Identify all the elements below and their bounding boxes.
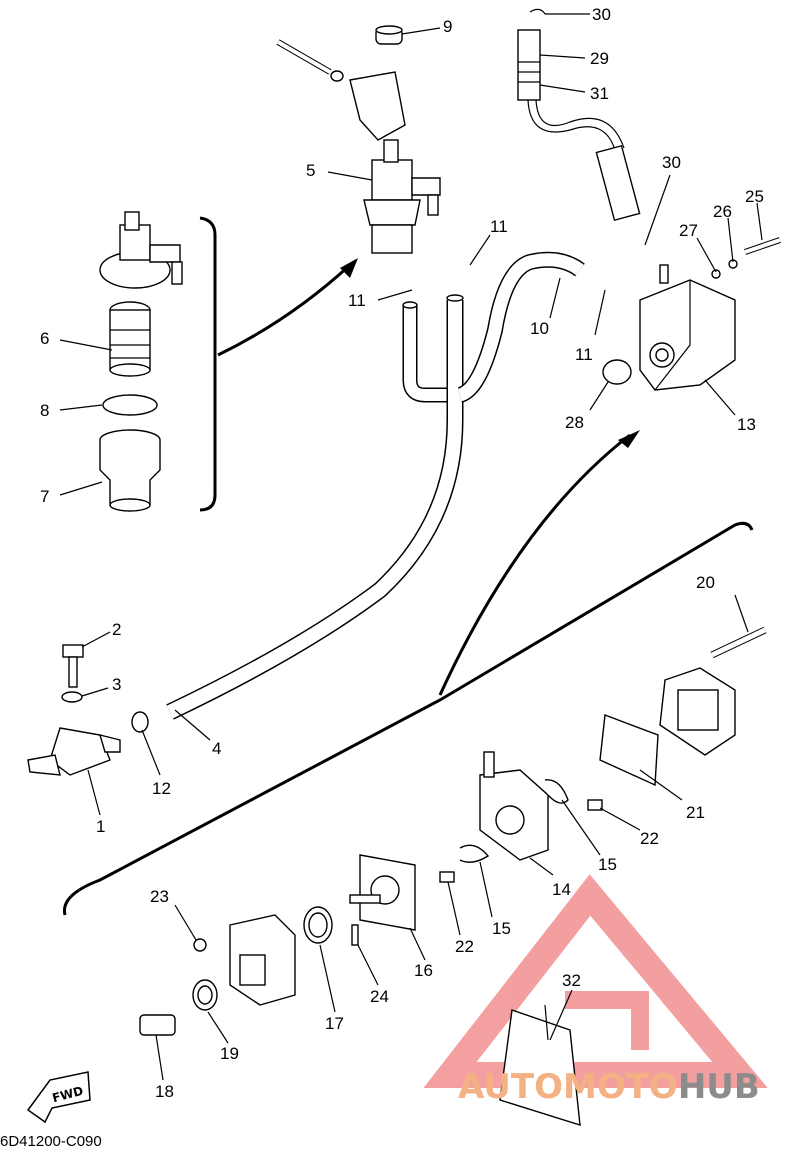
watermark-auto: AUTO — [458, 1067, 563, 1107]
nut-23 — [193, 938, 207, 952]
callout-11-left: 11 — [348, 291, 366, 310]
pump-base-23 — [229, 914, 296, 1006]
callout-19: 19 — [220, 1044, 239, 1063]
callout-30-pump: 30 — [662, 153, 681, 172]
watermark-text: AUTOMOTOHUB — [458, 1067, 760, 1107]
o-ring-8 — [102, 394, 158, 416]
callout-11-upper: 11 — [490, 217, 508, 236]
callout-3: 3 — [112, 675, 121, 694]
pump-cover-20 — [659, 626, 767, 756]
callout-1: 1 — [96, 817, 105, 836]
callout-28: 28 — [565, 413, 584, 432]
callout-7: 7 — [40, 487, 49, 506]
valve-15b — [459, 844, 490, 863]
gasket-21 — [599, 714, 659, 787]
watermark-moto: MOTO — [563, 1067, 678, 1107]
screw-22a — [587, 799, 603, 811]
callout-30-top: 30 — [592, 5, 611, 24]
callout-12: 12 — [152, 779, 171, 798]
fuel-pump-13 — [639, 264, 736, 391]
callout-25: 25 — [745, 187, 764, 206]
callout-27: 27 — [679, 221, 698, 240]
fuel-hose-29 — [517, 8, 641, 222]
callout-23: 23 — [150, 887, 169, 906]
fuel-joint-1 — [27, 727, 121, 776]
callout-2: 2 — [112, 620, 121, 639]
callout-14: 14 — [552, 880, 571, 899]
callout-24: 24 — [370, 987, 389, 1006]
callout-8: 8 — [40, 401, 49, 420]
callout-17: 17 — [325, 1014, 344, 1033]
fuel-hose-10 — [457, 251, 585, 403]
callout-21: 21 — [686, 803, 705, 822]
callout-20: 20 — [696, 573, 715, 592]
divider-line — [62, 521, 754, 916]
leader-lines — [59, 13, 763, 1081]
filter-element-6 — [109, 301, 151, 377]
drawing-code: 6D41200-C090 — [0, 1133, 102, 1150]
callout-22-upper: 22 — [640, 829, 659, 848]
valve-15a — [544, 779, 569, 804]
reference-arrow-to-pump — [438, 433, 631, 696]
clip-12 — [131, 711, 149, 733]
washer-3 — [61, 691, 83, 703]
screw-22b — [439, 871, 455, 883]
plunger-18 — [139, 1014, 176, 1036]
bolt-bracket — [276, 39, 406, 141]
fuel-cock-5 — [363, 139, 441, 254]
callout-13: 13 — [737, 415, 756, 434]
callout-4: 4 — [212, 739, 221, 758]
pump-body-14 — [479, 751, 549, 861]
callout-6: 6 — [40, 329, 49, 348]
bolt-2 — [62, 644, 84, 688]
callout-18: 18 — [155, 1082, 174, 1101]
fwd-arrow-badge — [26, 1071, 91, 1124]
pin-24 — [351, 924, 359, 946]
callout-16: 16 — [414, 961, 433, 980]
callout-15-lower: 15 — [492, 919, 511, 938]
label-card-32 — [499, 1004, 581, 1126]
callout-10: 10 — [530, 319, 549, 338]
watermark-logo — [423, 874, 768, 1088]
watermark-hub: HUB — [678, 1067, 760, 1107]
callout-5: 5 — [306, 161, 315, 180]
fuel-hose-long — [166, 294, 464, 720]
fuel-cock-body — [99, 211, 183, 289]
nut-9 — [375, 25, 403, 45]
diaphragm-16 — [349, 854, 416, 931]
o-ring-28 — [602, 359, 632, 385]
arrowhead-icon — [618, 430, 640, 448]
callout-22-lower: 22 — [455, 937, 474, 956]
exploded-bracket — [199, 216, 217, 512]
callout-31: 31 — [590, 84, 609, 103]
spring-19 — [192, 979, 218, 1011]
spring-17 — [303, 906, 333, 944]
screw-25 — [711, 237, 781, 279]
callout-32: 32 — [562, 971, 581, 990]
callout-9: 9 — [443, 17, 452, 36]
filter-cup-7 — [99, 429, 161, 512]
callout-15-upper: 15 — [598, 855, 617, 874]
callout-11-right: 11 — [575, 345, 593, 364]
reference-arrow-to-cock — [217, 263, 352, 357]
callout-29: 29 — [590, 49, 609, 68]
callout-26: 26 — [713, 202, 732, 221]
arrowhead-icon — [340, 258, 358, 278]
